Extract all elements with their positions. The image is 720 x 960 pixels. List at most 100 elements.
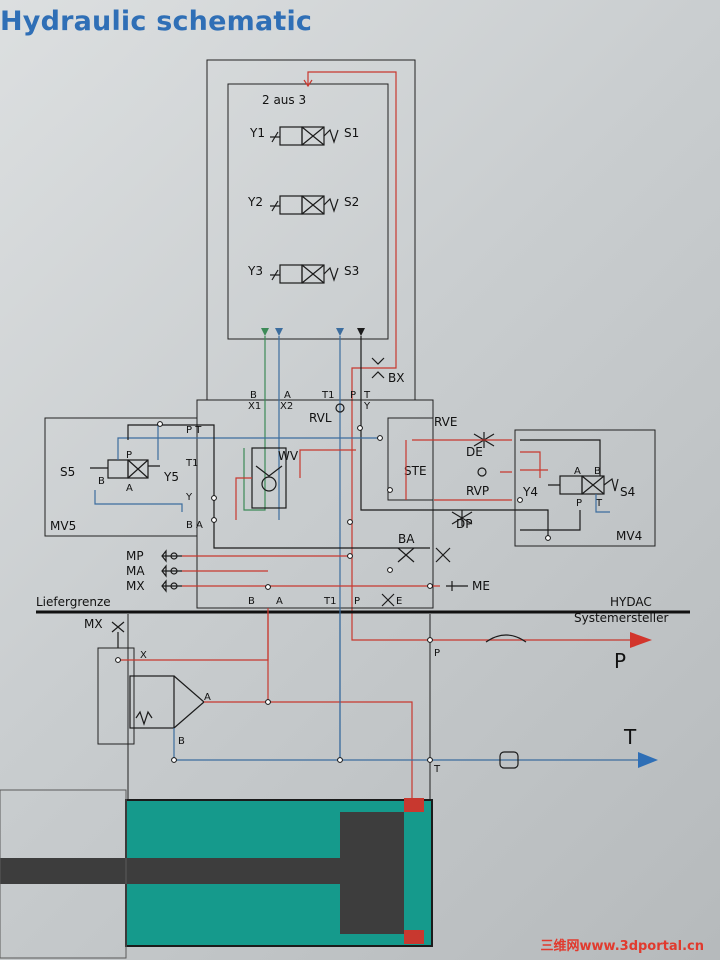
lower-blue-lines — [173, 610, 640, 761]
pressure-valve-body — [129, 675, 175, 729]
ste-red-lines — [405, 439, 512, 501]
port-b-label: B — [250, 390, 257, 401]
mx-label: MX — [126, 579, 145, 593]
lower-mx-icon — [111, 621, 125, 648]
ma-label: MA — [126, 564, 145, 578]
mv5-black-lines — [127, 424, 430, 549]
rvl-check-valve — [335, 403, 345, 413]
port-marker-blue-b — [336, 328, 344, 336]
s4-label: S4 — [620, 485, 635, 499]
mv4-blue-lines — [595, 494, 610, 513]
valve-y2-label: Y2 — [247, 195, 263, 209]
mv4-port-t: T — [595, 498, 603, 509]
valve-y1-label: Y1 — [249, 126, 265, 140]
green-pilot-line — [243, 336, 266, 511]
mp-label: MP — [126, 549, 144, 563]
valve-s2-label: S2 — [344, 195, 359, 209]
central-manifold — [196, 399, 434, 609]
port-t-label: T — [363, 390, 371, 401]
valve-y1: Y1 S1 — [249, 126, 359, 146]
port-x1-label: X1 — [248, 401, 261, 412]
block-mv4 — [514, 429, 656, 547]
s5-label: S5 — [60, 465, 75, 479]
mv5-label: MV5 — [50, 519, 76, 533]
rvl-label: RVL — [309, 411, 332, 425]
ba-label: BA — [398, 532, 415, 546]
watermark: 三维网www.3dportal.cn — [540, 939, 704, 954]
mv4-port-b: B — [594, 466, 601, 477]
mv5-port-ba: B A — [186, 520, 203, 531]
side-port-mx: MX — [126, 579, 182, 593]
port-x2-label: X2 — [280, 401, 293, 412]
valve-s1-label: S1 — [344, 126, 359, 140]
wv-label: WV — [278, 449, 299, 463]
mv5-port-t1: T1 — [185, 458, 198, 469]
bottom-port-b: B — [248, 596, 255, 607]
ba-cross-icon — [397, 547, 415, 563]
port-a-label: A — [284, 390, 291, 401]
side-port-mp: MP — [126, 549, 182, 563]
lower-red-lines — [118, 608, 413, 800]
valve-y3: Y3 S3 — [247, 264, 359, 284]
bottom-port-p: P — [354, 596, 360, 607]
black-drain-line — [360, 336, 549, 538]
mv5-port-p: P — [126, 450, 132, 461]
bottom-port-t1: T1 — [323, 596, 336, 607]
cylinder-piston — [340, 812, 404, 934]
lower-x-label: X — [140, 650, 147, 661]
mv4-port-a: A — [574, 466, 581, 477]
valve-y2: Y2 S2 — [247, 195, 359, 215]
output-p-label: P — [614, 649, 626, 673]
dp-label: DP — [456, 517, 472, 531]
e-cross-icon — [381, 593, 395, 607]
y4-label: Y4 — [522, 485, 538, 499]
cylinder-port-bottom — [404, 930, 424, 944]
filter-icon — [499, 751, 519, 769]
valve-s3-label: S3 — [344, 264, 359, 278]
x-cross-icon — [435, 547, 451, 563]
side-port-red-lines — [182, 555, 440, 587]
wv-red-lines — [235, 449, 356, 520]
lower-a-label: A — [204, 692, 211, 703]
output-t-arrow — [638, 752, 658, 768]
port-p-label: P — [350, 390, 356, 401]
ste-label: STE — [404, 464, 427, 478]
mv4-port-p: P — [576, 498, 582, 509]
output-p-arrow — [630, 632, 652, 648]
port-y-label: Y — [363, 401, 371, 412]
me-port-icon — [446, 581, 468, 591]
output-t-label: T — [623, 725, 637, 749]
top-inner-frame — [227, 83, 389, 340]
port-marker-green — [261, 328, 269, 336]
pressure-valve-frame — [97, 647, 135, 745]
hose-icon — [485, 634, 527, 643]
lower-mx-label: MX — [84, 617, 103, 631]
hydac-label: HYDAC — [610, 595, 652, 609]
side-port-ma: MA — [126, 564, 182, 578]
junction-dots — [115, 421, 551, 763]
lower-frame-sides — [127, 614, 431, 800]
rvp-check-icon — [477, 467, 487, 477]
mv4-label: MV4 — [616, 529, 642, 543]
mv5-port-y: Y — [185, 492, 193, 503]
dp-throttle-icon — [451, 510, 473, 526]
lower-b-label: B — [178, 736, 185, 747]
block-mv5 — [44, 417, 198, 537]
systemersteller-label: Systemersteller — [574, 611, 668, 625]
mv5-blue-lines — [94, 424, 380, 512]
bottom-port-a: A — [276, 596, 283, 607]
mv5-port-a: A — [126, 483, 133, 494]
rod-guide-frame — [0, 789, 127, 959]
bx-label: BX — [388, 371, 404, 385]
bottom-port-e: E — [396, 596, 402, 607]
ste-block — [387, 417, 434, 501]
bx-symbol — [371, 357, 385, 379]
mv5-port-b: B — [98, 476, 105, 487]
mv4-red-lines — [520, 451, 548, 478]
rve-label: RVE — [434, 415, 457, 429]
liefergrenze-label: Liefergrenze — [36, 595, 111, 609]
top-outer-frame — [206, 59, 416, 401]
lower-p-label: P — [434, 648, 440, 659]
